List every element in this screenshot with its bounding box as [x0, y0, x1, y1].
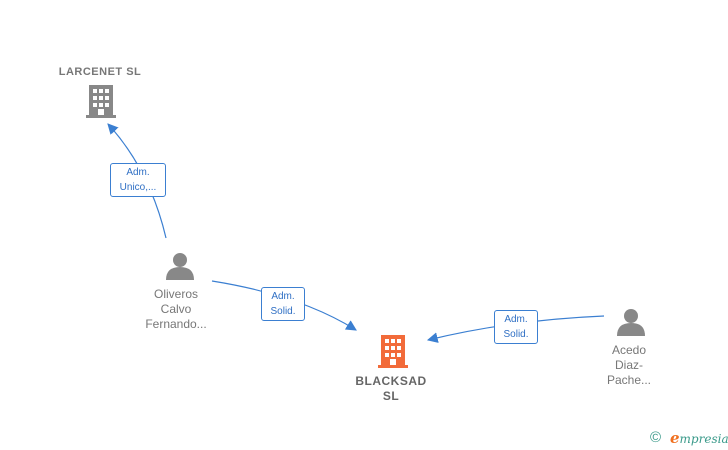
larcenet-label[interactable]: LARCENET SL [58, 66, 142, 78]
edge-label-line1: Adm. [271, 291, 295, 302]
acedo-person-icon[interactable] [617, 309, 645, 336]
oliveros-label-line3: Fernando... [145, 317, 207, 331]
brand-initial: e [670, 429, 680, 447]
edge-label-line2: Solid. [270, 306, 296, 317]
edge-label-acedo-blacksad[interactable]: Adm. Solid. [494, 310, 538, 344]
oliveros-person-icon[interactable] [166, 253, 194, 280]
oliveros-label-line2: Calvo [160, 302, 192, 316]
oliveros-label-line1: Oliveros [153, 287, 198, 301]
edge-label-line2: Unico,... [119, 182, 157, 193]
blacksad-label-line1: BLACKSAD [355, 374, 427, 388]
acedo-label-line1: Acedo [611, 343, 647, 357]
blacksad-label-line2: SL [382, 389, 400, 403]
edge-label-oliveros-blacksad[interactable]: Adm. Solid. [261, 287, 305, 321]
copyright-symbol: © [650, 429, 662, 446]
edge-label-line1: Adm. [126, 167, 150, 178]
empresia-logo[interactable]: empresia [670, 430, 728, 447]
acedo-label-line2: Diaz- [614, 358, 643, 372]
acedo-label[interactable]: Acedo Diaz- Pache... [589, 343, 669, 388]
edge-label-oliveros-larcenet[interactable]: Adm. Unico,... [110, 163, 166, 197]
blacksad-label[interactable]: BLACKSAD SL [343, 374, 439, 404]
oliveros-label[interactable]: Oliveros Calvo Fernando... [126, 287, 226, 332]
larcenet-building-icon[interactable] [86, 85, 116, 118]
edge-label-line1: Adm. [504, 314, 528, 325]
brand-rest: mpresia [679, 432, 728, 446]
edge-label-line2: Solid. [503, 329, 529, 340]
acedo-label-line3: Pache... [606, 373, 652, 387]
blacksad-building-icon[interactable] [378, 335, 408, 368]
